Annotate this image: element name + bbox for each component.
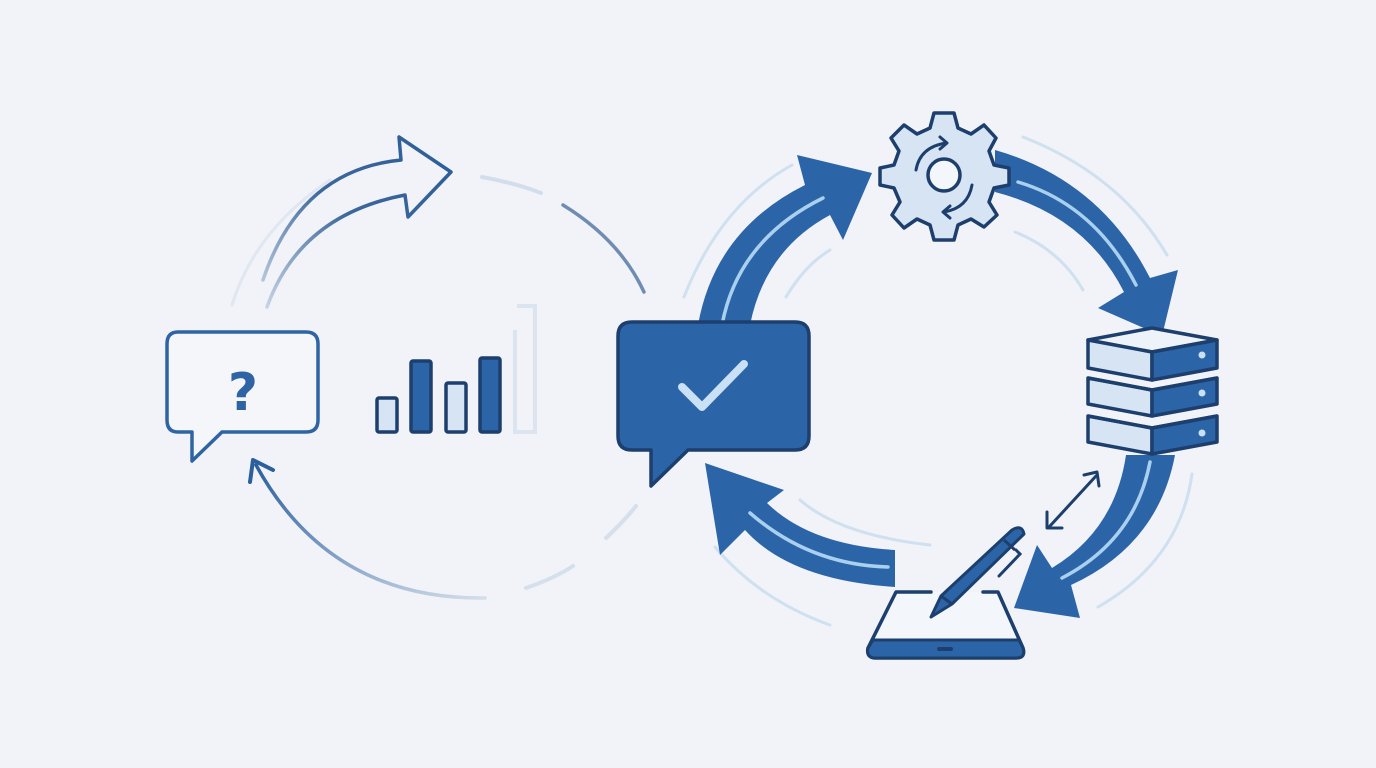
curved-arrow-top-icon bbox=[261, 135, 453, 309]
server-layer-1 bbox=[1086, 326, 1219, 382]
arrow-bubble-to-gear bbox=[698, 155, 872, 327]
check-bubble-icon bbox=[616, 320, 811, 488]
server-layer-3 bbox=[1086, 414, 1219, 456]
bar-chart-icon bbox=[375, 304, 537, 434]
cycle-arrow-top bbox=[914, 141, 948, 172]
gear-icon bbox=[878, 111, 1011, 242]
server-stack-icon bbox=[1086, 326, 1219, 456]
check-icon bbox=[678, 360, 748, 411]
dashed-arc-bottom-2 bbox=[604, 504, 638, 540]
question-bubble-icon: ? bbox=[165, 330, 320, 463]
tablet-pen-icon bbox=[865, 526, 1026, 660]
arrowhead-bottom bbox=[248, 458, 275, 484]
faint-arc-6 bbox=[798, 498, 932, 547]
faint-arc-1 bbox=[682, 163, 794, 299]
faint-arc-3 bbox=[1021, 135, 1169, 257]
right-cycle bbox=[616, 111, 1219, 660]
pen-icon bbox=[929, 526, 1026, 619]
arrow-gear-to-database bbox=[995, 150, 1178, 336]
question-mark: ? bbox=[228, 363, 258, 423]
faint-arc-4 bbox=[1013, 230, 1085, 292]
arrow-database-to-tablet bbox=[1014, 455, 1175, 618]
server-layer-2 bbox=[1086, 376, 1219, 418]
dashed-arc-top bbox=[480, 175, 543, 195]
arrow-tablet-to-bubble bbox=[705, 463, 895, 587]
dashed-arc-bottom-1 bbox=[524, 564, 575, 590]
curved-arrow-bottom-icon bbox=[254, 463, 487, 600]
tablet-home-button bbox=[937, 647, 953, 651]
faint-arc-5 bbox=[1096, 472, 1194, 609]
faint-arc-7 bbox=[713, 545, 832, 627]
faint-arc-left-top bbox=[230, 178, 332, 307]
faint-arc-2 bbox=[784, 248, 832, 299]
left-cycle: ? bbox=[165, 135, 646, 600]
bidirectional-sync-arrow-icon bbox=[1045, 470, 1101, 530]
dashed-arc-top-right bbox=[561, 203, 646, 294]
cycle-arrow-bottom bbox=[942, 183, 974, 214]
